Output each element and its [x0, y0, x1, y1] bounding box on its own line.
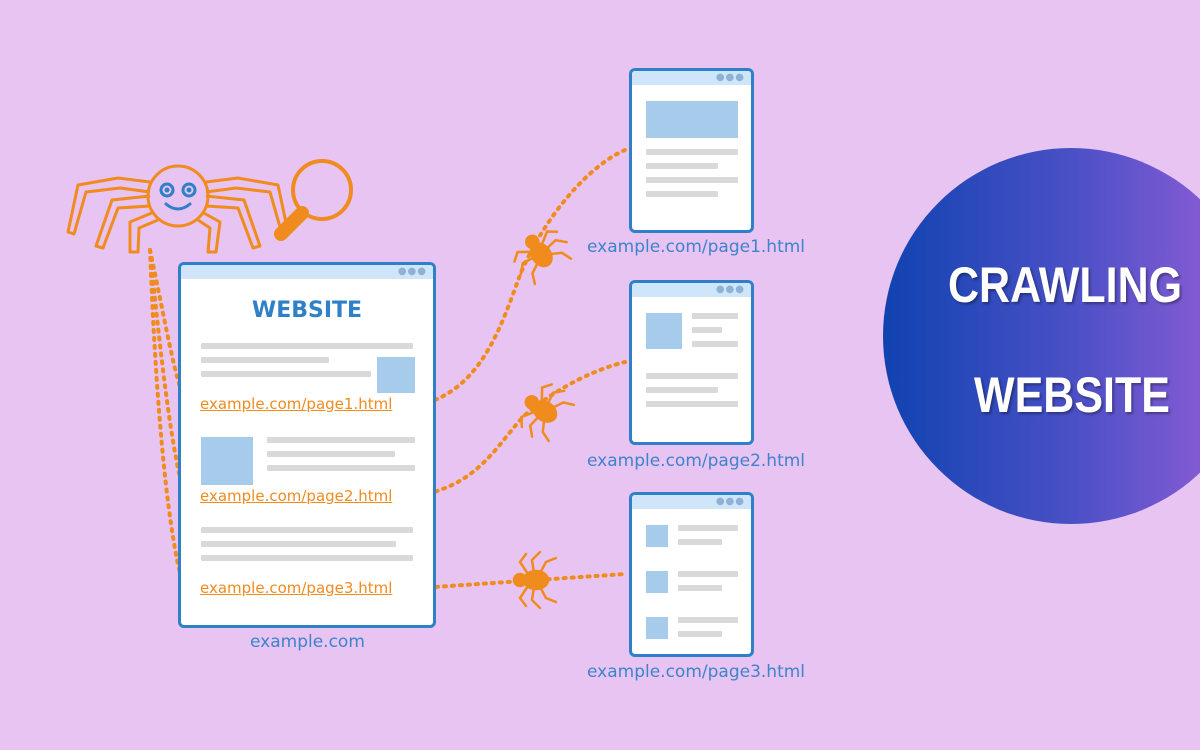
- page1-caption: example.com/page1.html: [587, 237, 806, 257]
- window-dots-icon: ●●●: [715, 284, 745, 295]
- website-title: WEBSITE: [251, 298, 363, 323]
- window-dots-icon: ●●●: [397, 266, 427, 277]
- main-site-caption: example.com: [250, 632, 365, 652]
- thread-2: [148, 248, 185, 492]
- badge-line1: CRAWLING: [948, 257, 1183, 313]
- magnifier-icon: [274, 159, 353, 241]
- small-spider-icon: [512, 230, 576, 610]
- thumbnail-image: [201, 437, 253, 485]
- thread-3: [148, 248, 185, 587]
- page2-caption: example.com/page2.html: [587, 451, 806, 471]
- link-page2[interactable]: example.com/page2.html: [200, 487, 393, 505]
- page3-caption: example.com/page3.html: [587, 662, 806, 682]
- crawler-spider-icon: [66, 164, 290, 254]
- path-page1: [418, 148, 627, 407]
- page1-window: ●●●: [629, 68, 754, 233]
- path-page2: [418, 360, 627, 497]
- spider-face: [159, 182, 197, 211]
- main-website-window: ●●● WEBSITE: [178, 262, 436, 628]
- badge-line2: WEBSITE: [974, 367, 1170, 423]
- link-page1[interactable]: example.com/page1.html: [200, 395, 393, 413]
- window-dots-icon: ●●●: [715, 496, 745, 507]
- window-titlebar: ●●●: [181, 265, 433, 279]
- crawling-badge: [883, 148, 1200, 524]
- page2-window: ●●●: [629, 280, 754, 445]
- thumbnail-image: [377, 357, 415, 393]
- link-page3[interactable]: example.com/page3.html: [200, 579, 393, 597]
- window-dots-icon: ●●●: [715, 72, 745, 83]
- page3-window: ●●●: [629, 492, 754, 657]
